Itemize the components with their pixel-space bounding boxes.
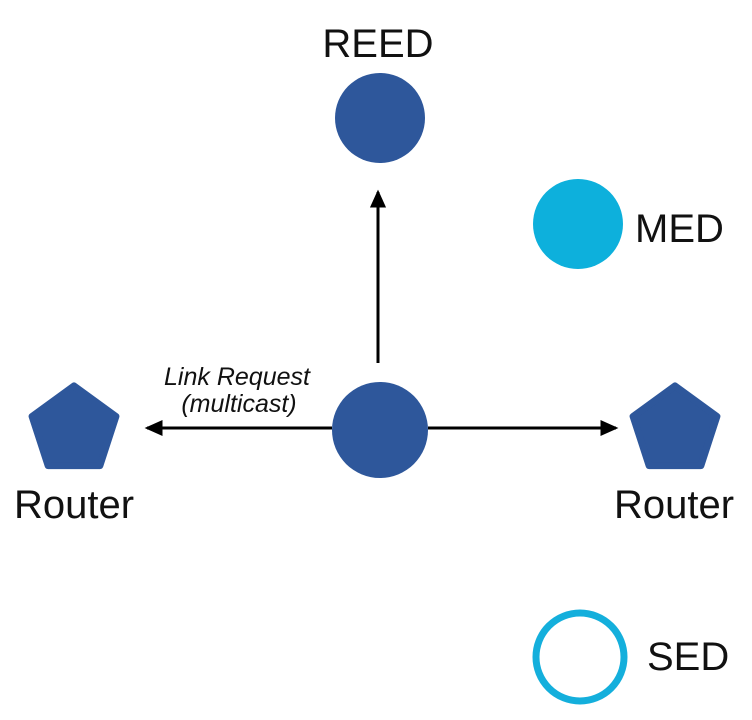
med-label: MED [635, 207, 724, 251]
sed-node-circle [532, 609, 628, 705]
sed-label: SED [647, 635, 729, 679]
link-request-annotation-line2: (multicast) [181, 390, 296, 418]
link-request-annotation-line1: Link Request [164, 363, 311, 391]
router-right-pentagon [629, 382, 721, 470]
router-left-label: Router [14, 483, 134, 527]
center-node-circle [332, 382, 428, 478]
reed-node-circle [335, 73, 425, 163]
med-node-circle [533, 179, 623, 269]
router-right-label: Router [614, 483, 734, 527]
router-left-pentagon [28, 382, 120, 470]
reed-label: REED [322, 22, 433, 66]
